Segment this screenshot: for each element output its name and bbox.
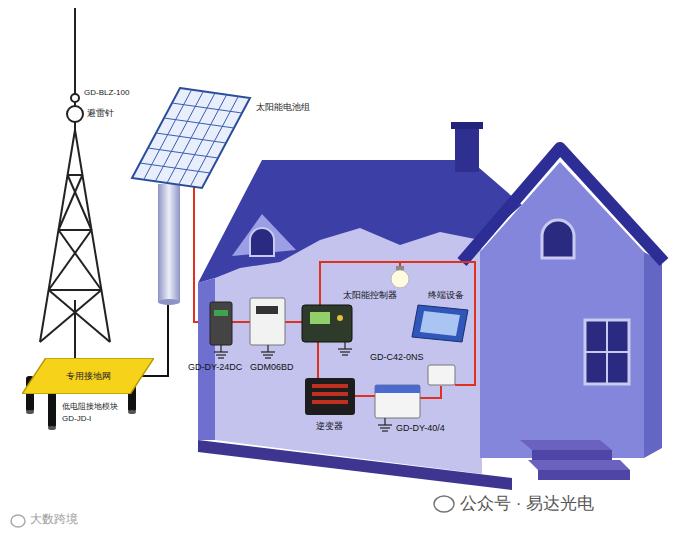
part-label-box: GDM06BD — [250, 362, 294, 372]
watermark: 大数跨境 — [30, 512, 78, 526]
tower — [40, 8, 110, 362]
part-label: GD-DY-24DC — [188, 362, 242, 372]
part-label-box: GD-C42-0NS — [370, 352, 424, 362]
light-bulb — [391, 266, 409, 288]
panel-pole — [158, 299, 180, 305]
part-label: 太阳能电池组 — [256, 102, 310, 112]
part-label-box: 低电阻接地模块 — [62, 402, 118, 411]
earth-symbol — [214, 342, 392, 431]
house — [198, 122, 664, 490]
inverter — [305, 378, 355, 415]
part-label: 逆变器 — [316, 421, 343, 431]
part-label: 太阳能控制器 — [343, 290, 397, 300]
panel-grid — [148, 148, 218, 158]
node-text: 专用接地网 — [66, 370, 111, 383]
part-label: GD-JD-I — [62, 414, 91, 423]
part-label: 低电阻接地模块 — [62, 402, 118, 411]
part-label-box: 避雷针 — [87, 108, 114, 118]
part-label-box: 太阳能控制器 — [343, 290, 397, 300]
solar-controller — [302, 305, 352, 342]
part-label-box: 太阳能电池组 — [256, 102, 310, 112]
watermark-box: 公众号 · 易达光电 — [460, 494, 594, 514]
signal-protector — [250, 298, 285, 345]
watermark-box: 大数跨境 — [30, 513, 78, 527]
panel-grid — [179, 95, 227, 185]
panel-grid — [156, 133, 226, 143]
network-protector — [428, 365, 455, 385]
panel-pole — [158, 184, 180, 302]
watermark: 公众号 · 易达光电 — [460, 494, 594, 513]
part-label-box: GD-DY-40/4 — [396, 423, 445, 433]
part-label-box: GD-JD-I — [62, 414, 91, 423]
part-label: GD-DY-40/4 — [396, 423, 445, 433]
part-label: GDM06BD — [250, 362, 294, 372]
plate-outline — [22, 358, 154, 394]
part-label: 避雷针 — [87, 108, 114, 118]
part-label-box: 终端设备 — [428, 290, 464, 300]
part-label-box: 逆变器 — [316, 421, 343, 431]
ac-wire — [232, 262, 475, 398]
part-label-box: GD-BLZ-100 — [84, 88, 129, 97]
surge-protector-ac — [375, 385, 420, 418]
watermark-icon — [11, 496, 454, 527]
solar-panel — [132, 88, 250, 188]
panel-frame — [132, 88, 250, 188]
part-label: GD-C42-0NS — [370, 352, 424, 362]
part-label: 终端设备 — [428, 290, 464, 300]
panel-grid — [140, 163, 210, 173]
part-label-box: GD-DY-24DC — [188, 362, 242, 372]
panel-grid — [190, 96, 238, 186]
ground-grid-plate: 专用接地网 — [22, 358, 154, 394]
part-label: GD-BLZ-100 — [84, 88, 129, 97]
surge-protector-dc — [210, 302, 232, 345]
terminal-device — [412, 305, 468, 342]
